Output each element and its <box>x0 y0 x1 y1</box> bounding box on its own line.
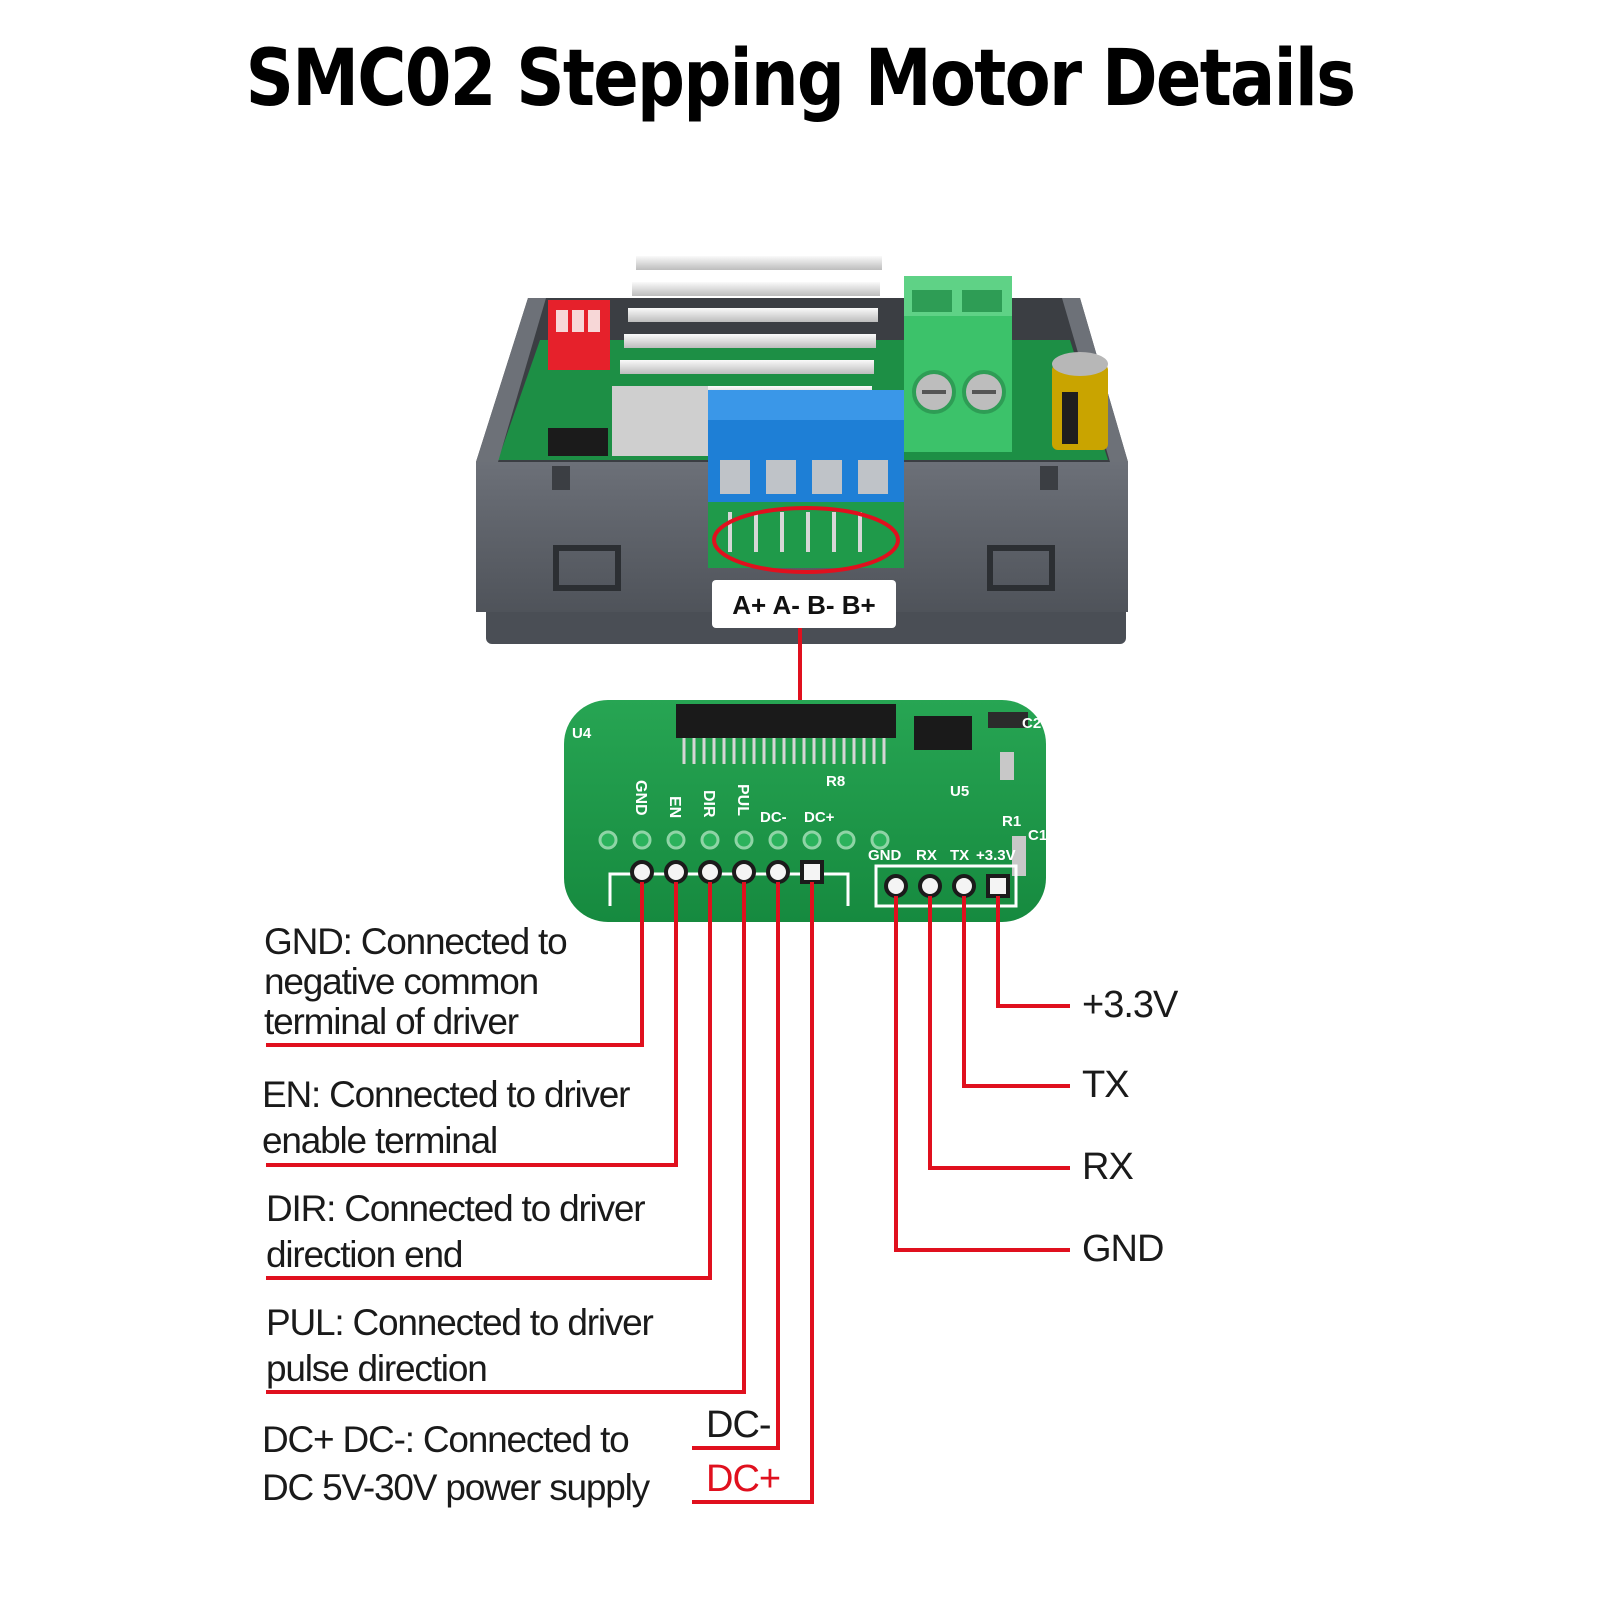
pin-en <box>664 860 688 884</box>
dip-switch-key-1 <box>556 310 568 332</box>
capacitor <box>1052 352 1108 450</box>
header-label-pul: PUL <box>734 784 751 816</box>
leader-rx <box>928 896 1070 1170</box>
desc-gnd-line-2: negative common <box>264 961 539 1002</box>
highlight-circle <box>712 506 900 574</box>
terminal-screw <box>766 460 796 494</box>
desc-dc-line-1: DC+ DC-: Connected to <box>262 1419 630 1460</box>
leader-3v3 <box>996 896 1070 1008</box>
dc-plus-label: DC+ <box>706 1458 781 1500</box>
pad-row-upper <box>598 830 890 850</box>
pin-pul <box>732 860 756 884</box>
pin-dir <box>698 860 722 884</box>
pin-uart-tx <box>952 874 976 898</box>
left-header-outline <box>608 872 850 906</box>
power-terminal-block <box>904 276 1012 452</box>
pin-label-rx: RX <box>1082 1146 1134 1188</box>
motor-terminal-label: A+ A- B- B+ <box>732 590 876 620</box>
driver-chip <box>676 704 896 738</box>
chip-label: U5 <box>950 783 969 800</box>
desc-dir: DIR: Connected to driver direction end <box>266 1186 646 1278</box>
case-notch-left <box>552 466 570 490</box>
leader-uart-gnd <box>894 896 1070 1252</box>
desc-gnd: GND: Connected to negative common termin… <box>264 921 568 1042</box>
left-header-pads <box>630 860 824 884</box>
regulator-chip <box>914 716 972 750</box>
terminal-screw <box>858 460 888 494</box>
desc-pul-line-2: pulse direction <box>266 1348 488 1389</box>
terminal-screw <box>720 460 750 494</box>
desc-dc: DC+ DC-: Connected to DC 5V-30V power su… <box>262 1416 650 1512</box>
chip-label: C2 <box>1022 715 1041 732</box>
chip-label: U4 <box>572 725 592 742</box>
pin-label-tx: TX <box>1082 1064 1130 1106</box>
pin-gnd <box>630 860 654 884</box>
desc-gnd-line-3: terminal of driver <box>264 1001 519 1042</box>
chip-label: C1 <box>1028 827 1047 844</box>
heatsink <box>612 256 882 456</box>
header-pins <box>728 512 862 552</box>
page-title: SMC02 Stepping Motor Details <box>245 34 1356 124</box>
pin-uart-gnd <box>884 874 908 898</box>
right-header-outline <box>874 864 1018 908</box>
desc-gnd-line-1: GND: Connected to <box>264 921 568 962</box>
header-label-dc-minus: DC- <box>760 809 787 826</box>
desc-dir-line-1: DIR: Connected to driver <box>266 1188 646 1229</box>
desc-dir-line-2: direction end <box>266 1234 463 1275</box>
desc-en-line-2: enable terminal <box>262 1120 498 1161</box>
uart-label-3v3: +3.3V <box>976 847 1016 864</box>
leader-lines <box>266 882 1070 1504</box>
smd-part <box>1000 752 1014 780</box>
pin-uart-3v3 <box>986 874 1010 898</box>
pin-dc-plus <box>800 860 824 884</box>
leader-dc-minus <box>692 882 780 1450</box>
logic-ic <box>548 428 608 456</box>
chip-pins <box>682 738 886 764</box>
chip-label: R1 <box>1002 813 1021 830</box>
right-header-pads <box>884 874 1010 898</box>
terminal-screw <box>812 460 842 494</box>
header-label-gnd: GND <box>632 780 649 816</box>
chip-label: R8 <box>826 773 845 790</box>
leader-gnd <box>266 882 644 1047</box>
header-label-en: EN <box>666 796 683 818</box>
uart-label-tx: TX <box>950 847 969 864</box>
mount-slot-right <box>987 545 1055 591</box>
leader-en <box>266 882 678 1167</box>
case-notch-right <box>1040 466 1058 490</box>
leader-tx <box>962 896 1070 1088</box>
leader-dc-plus <box>692 882 814 1504</box>
mount-slot-left <box>553 545 621 591</box>
motor-terminal-label-box <box>712 580 896 628</box>
desc-en-line-1: EN: Connected to driver <box>262 1074 630 1115</box>
controller-module: A+ A- B- B+ <box>476 256 1128 644</box>
pin-dc-minus <box>766 860 790 884</box>
leader-pul <box>266 882 746 1394</box>
pin-label-gnd: GND <box>1082 1228 1164 1270</box>
leader-dir <box>266 882 712 1280</box>
pcb-closeup: U4 R8 U5 R1 C1 C2 GND EN DIR PUL DC- DC+… <box>564 700 1047 922</box>
case-left-wall <box>476 298 546 462</box>
desc-dc-line-2: DC 5V-30V power supply <box>262 1467 650 1508</box>
dc-minus-label: DC- <box>706 1404 772 1446</box>
pin-uart-rx <box>918 874 942 898</box>
dip-switch-key-2 <box>572 310 584 332</box>
smd-part <box>988 712 1028 728</box>
header-label-dc-plus: DC+ <box>804 809 835 826</box>
desc-pul: PUL: Connected to driver pulse direction <box>266 1300 654 1392</box>
desc-pul-line-1: PUL: Connected to driver <box>266 1302 654 1343</box>
uart-label-gnd: GND <box>868 847 902 864</box>
motor-terminal-block <box>708 390 904 502</box>
desc-en: EN: Connected to driver enable terminal <box>262 1072 630 1164</box>
uart-label-rx: RX <box>916 847 937 864</box>
pin-label-3v3: +3.3V <box>1082 984 1178 1026</box>
header-label-dir: DIR <box>700 790 717 818</box>
dip-switch-key-3 <box>588 310 600 332</box>
